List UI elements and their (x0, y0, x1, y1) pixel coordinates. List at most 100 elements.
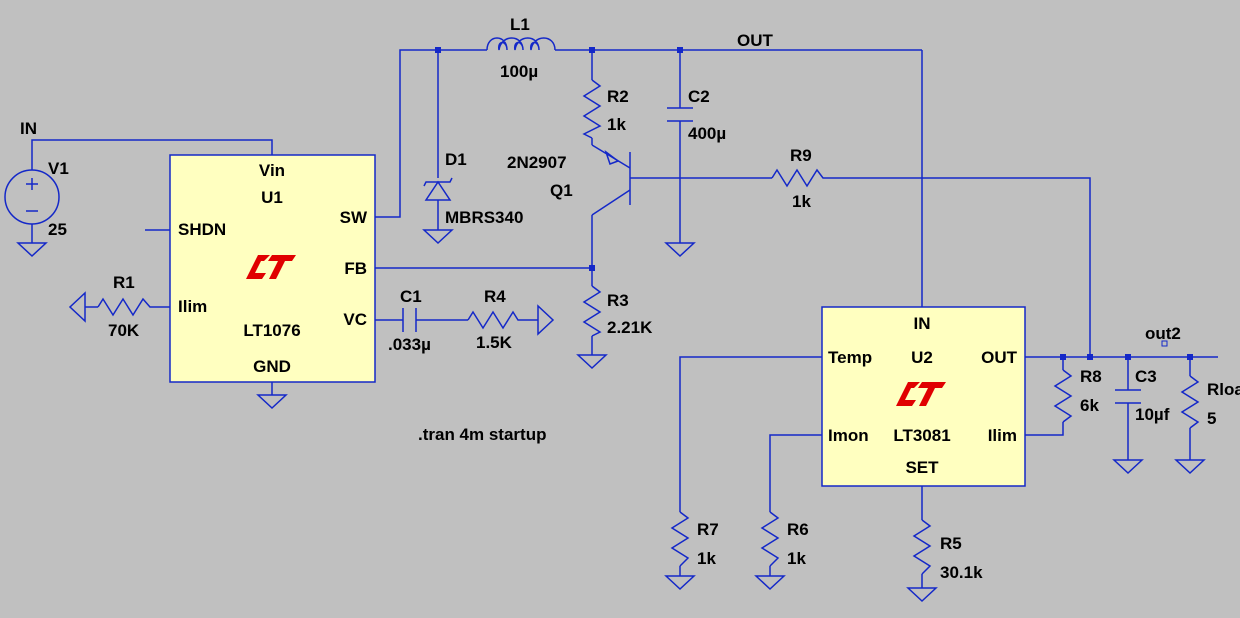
r9-ref: R9 (790, 146, 812, 165)
r2-value: 1k (607, 115, 626, 134)
u1-pin-gnd: GND (253, 357, 291, 376)
rload-ref: Rload (1207, 380, 1240, 399)
wire-imon (769, 434, 822, 512)
spice-directive[interactable]: .tran 4m startup (418, 425, 546, 444)
rload-value: 5 (1207, 409, 1216, 428)
ground-icon (1174, 459, 1206, 475)
wire-sw (375, 49, 487, 218)
ground-icon (906, 587, 938, 603)
u1-model: LT1076 (243, 321, 300, 340)
c2-value: 400µ (688, 124, 726, 143)
voltage-source-icon (4, 169, 60, 225)
ground-icon (576, 354, 608, 370)
ground-icon (422, 229, 454, 245)
l1-ref: L1 (510, 15, 530, 34)
c2-ref: C2 (688, 87, 710, 106)
lt-logo-icon (246, 255, 296, 279)
l1-inductor[interactable]: L1 100µ (486, 15, 556, 81)
wires (31, 49, 1218, 588)
junctions (435, 47, 1193, 360)
c1-ref: C1 (400, 287, 422, 306)
ground-icon (664, 242, 696, 258)
r5-ref: R5 (940, 534, 962, 553)
d1-diode[interactable]: D1 MBRS340 (423, 150, 523, 227)
junction-dot (1125, 354, 1131, 360)
inductor-icon (486, 37, 556, 51)
q1-ref: Q1 (550, 181, 573, 200)
u2-pin-ilim: Ilim (988, 426, 1017, 445)
r3-ref: R3 (607, 291, 629, 310)
junction-dot (1060, 354, 1066, 360)
u1-lt1076[interactable]: Vin U1 SHDN SW FB Ilim VC LT1076 GND (169, 154, 376, 383)
r5-value: 30.1k (940, 563, 983, 582)
r3-resistor[interactable]: R3 2.21K (582, 285, 653, 337)
q1-value: 2N2907 (507, 153, 567, 172)
resistor-icon (582, 79, 602, 139)
junction-dot (435, 47, 441, 53)
r4-value: 1.5K (476, 333, 513, 352)
rload-resistor[interactable]: Rload 5 (1180, 375, 1240, 429)
u2-lt3081[interactable]: IN Temp U2 OUT Imon LT3081 Ilim SET (821, 306, 1026, 487)
r7-resistor[interactable]: R7 1k (670, 511, 719, 568)
r4-resistor[interactable]: R4 1.5K (467, 287, 522, 352)
u2-pin-set: SET (905, 458, 939, 477)
u2-ref: U2 (911, 348, 933, 367)
v1-voltage-source[interactable]: V1 25 (4, 159, 69, 239)
net-label-out2: out2 (1145, 324, 1181, 343)
v1-ref: V1 (48, 159, 69, 178)
r1-resistor[interactable]: R1 70K (97, 273, 155, 340)
ground-icon (1112, 459, 1144, 475)
r9-resistor[interactable]: R9 1k (771, 146, 828, 211)
u1-pin-shdn: SHDN (178, 220, 226, 239)
r1-ref: R1 (113, 273, 135, 292)
ground-icon (16, 242, 48, 258)
resistor-icon (1180, 375, 1200, 429)
wire-temp (679, 356, 822, 512)
junction-dot (589, 265, 595, 271)
d1-value: MBRS340 (445, 208, 523, 227)
u1-pin-ilim: Ilim (178, 297, 207, 316)
v1-value: 25 (48, 220, 67, 239)
r8-ref: R8 (1080, 367, 1102, 386)
r2-ref: R2 (607, 87, 629, 106)
diode-icon (424, 180, 452, 201)
wire-r9-right (828, 177, 1091, 357)
q1-transistor[interactable]: 2N2907 Q1 (507, 144, 631, 222)
r2-resistor[interactable]: R2 1k (582, 79, 629, 139)
c3-value: 10µf (1135, 405, 1170, 424)
r7-ref: R7 (697, 520, 719, 539)
r4-ref: R4 (484, 287, 506, 306)
c3-ref: C3 (1135, 367, 1157, 386)
u2-pin-in: IN (914, 314, 931, 333)
r5-resistor[interactable]: R5 30.1k (912, 519, 983, 582)
net-label-in: IN (20, 119, 37, 138)
lt-logo-icon (896, 382, 946, 406)
wire-r8-ilim (1025, 422, 1064, 436)
u1-pin-fb: FB (344, 259, 367, 278)
c3-capacitor[interactable]: C3 10µf (1115, 367, 1170, 424)
resistor-icon (912, 519, 932, 575)
r6-value: 1k (787, 549, 806, 568)
ground-icon (537, 304, 555, 336)
c1-capacitor[interactable]: C1 .033µ (388, 287, 431, 354)
u1-pin-vc: VC (343, 310, 367, 329)
u1-ref: U1 (261, 188, 283, 207)
c2-capacitor[interactable]: C2 400µ (667, 87, 726, 143)
r6-resistor[interactable]: R6 1k (760, 511, 809, 568)
ground-icon (68, 291, 86, 323)
resistor-icon (760, 511, 780, 567)
wire-in (31, 139, 273, 170)
junction-dot (589, 47, 595, 53)
r7-value: 1k (697, 549, 716, 568)
d1-ref: D1 (445, 150, 467, 169)
u1-pin-vin: Vin (259, 161, 285, 180)
u2-pin-temp: Temp (828, 348, 872, 367)
u1-pin-sw: SW (340, 208, 368, 227)
junction-dot (1087, 354, 1093, 360)
r8-resistor[interactable]: R8 6k (1053, 367, 1102, 423)
net-label-marker (1161, 340, 1168, 347)
ground-icon (256, 394, 288, 410)
u2-body (821, 306, 1026, 487)
